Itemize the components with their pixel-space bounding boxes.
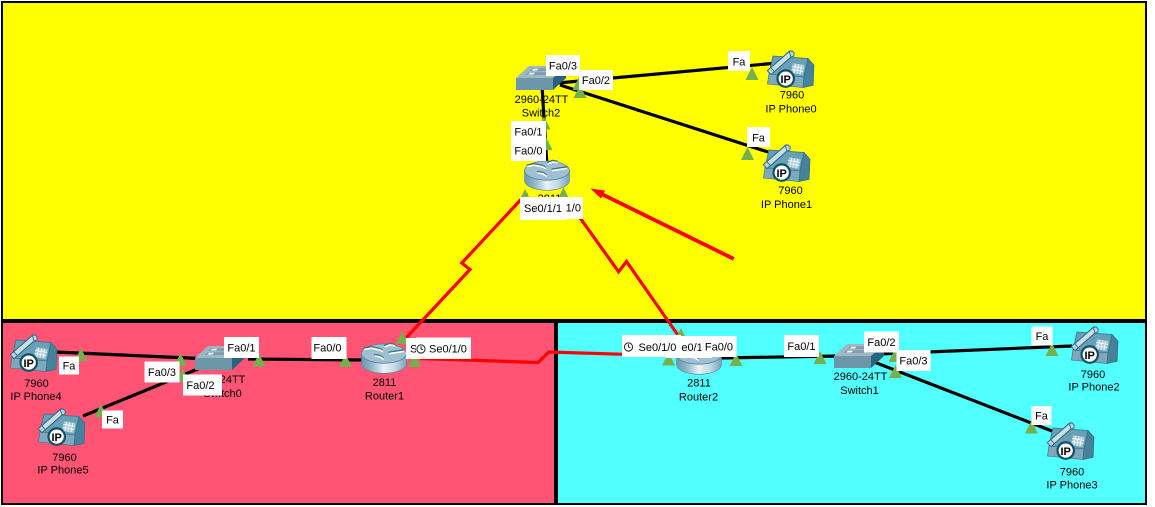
svg-text:Fa0/0: Fa0/0 (705, 342, 733, 354)
svg-text:IP Phone5: IP Phone5 (37, 465, 88, 477)
svg-text:Fa: Fa (106, 415, 120, 427)
svg-text:Fa0/3: Fa0/3 (549, 61, 577, 73)
svg-text:Se0/1/1: Se0/1/1 (524, 203, 562, 215)
svg-text:Fa0/0: Fa0/0 (514, 146, 542, 158)
svg-text:Fa0/2: Fa0/2 (186, 380, 214, 392)
svg-text:Fa0/1: Fa0/1 (227, 343, 255, 355)
svg-text:Se0/1/0: Se0/1/0 (429, 344, 467, 356)
svg-text:2960-24TT: 2960-24TT (834, 371, 888, 383)
svg-text:2811: 2811 (687, 378, 711, 390)
svg-text:IP Phone0: IP Phone0 (765, 104, 816, 116)
svg-text:Fa: Fa (1035, 411, 1049, 423)
svg-text:Se0/1/0: Se0/1/0 (639, 342, 677, 354)
svg-text:Fa0/1: Fa0/1 (787, 341, 815, 353)
svg-text:Fa0/1: Fa0/1 (514, 127, 542, 139)
svg-text:Fa0/3: Fa0/3 (148, 367, 176, 379)
svg-text:Fa: Fa (733, 57, 747, 69)
svg-text:7960: 7960 (778, 185, 802, 197)
svg-text:7960: 7960 (1081, 369, 1105, 381)
svg-text:2811: 2811 (373, 377, 397, 389)
svg-text:IP Phone4: IP Phone4 (10, 391, 61, 403)
svg-text:Router1: Router1 (365, 391, 404, 403)
svg-text:IP Phone2: IP Phone2 (1068, 382, 1119, 394)
svg-text:Fa: Fa (752, 133, 766, 145)
svg-text:7960: 7960 (780, 90, 804, 102)
svg-text:Fa: Fa (63, 361, 77, 373)
svg-text:Fa0/3: Fa0/3 (899, 356, 927, 368)
svg-text:Fa: Fa (1036, 331, 1050, 343)
svg-text:Fa0/0: Fa0/0 (313, 343, 341, 355)
svg-text:2960-24TT: 2960-24TT (515, 94, 569, 106)
svg-text:Switch2: Switch2 (522, 108, 561, 120)
svg-text:Fa0/2: Fa0/2 (582, 75, 610, 87)
svg-text:IP Phone3: IP Phone3 (1046, 480, 1097, 492)
svg-text:7960: 7960 (52, 452, 76, 464)
svg-text:Fa0/2: Fa0/2 (867, 337, 895, 349)
svg-text:7960: 7960 (1060, 467, 1084, 479)
svg-text:Switch1: Switch1 (840, 385, 879, 397)
svg-text:Router2: Router2 (679, 392, 718, 404)
svg-text:IP Phone1: IP Phone1 (761, 199, 812, 211)
svg-text:7960: 7960 (24, 378, 48, 390)
